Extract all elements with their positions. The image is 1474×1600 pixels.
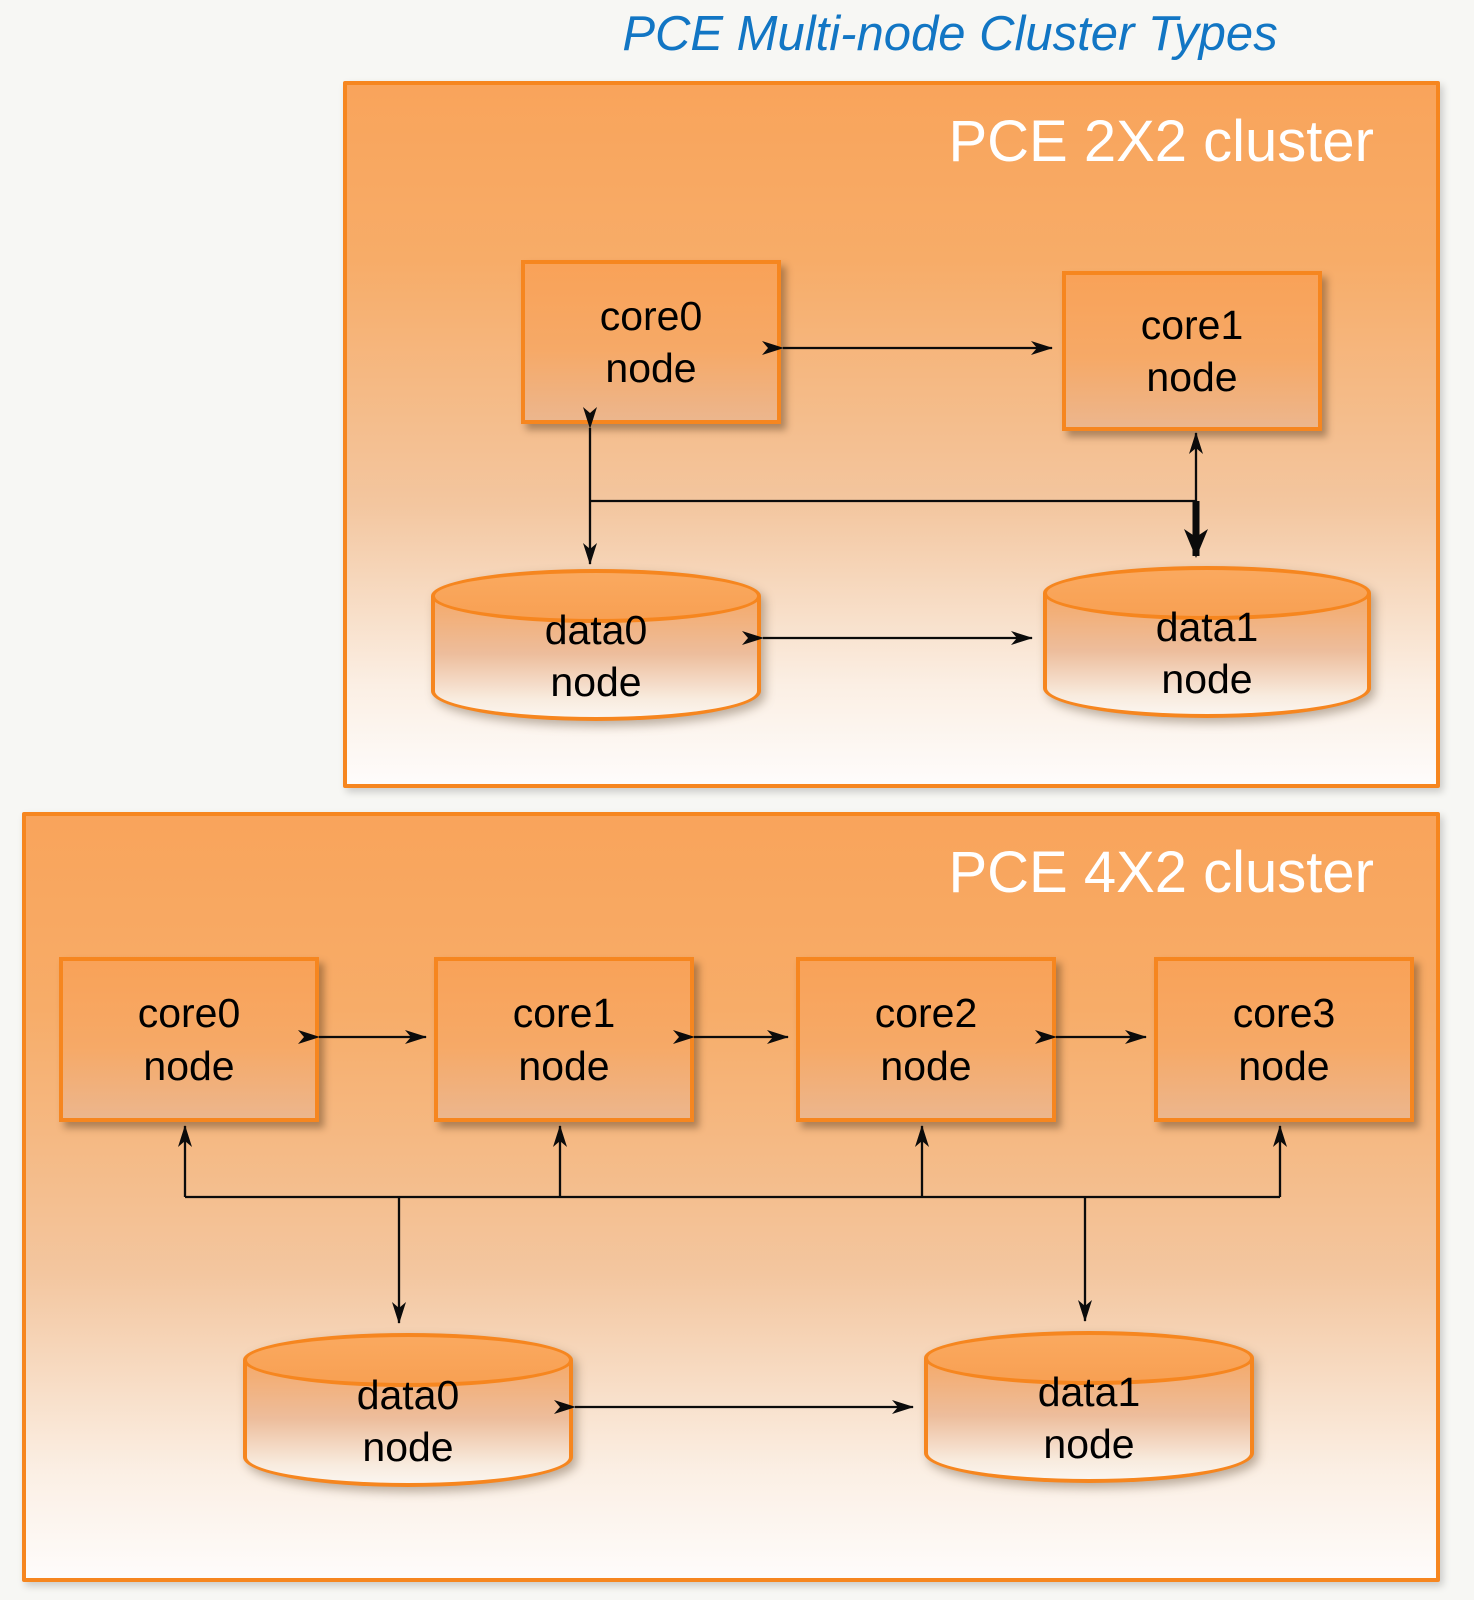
core1-label-line2: node <box>1146 354 1238 400</box>
core0-label-line1: core0 <box>137 990 241 1037</box>
core3-node-box-4x2: core3 node <box>1154 957 1414 1122</box>
core1-node-box-4x2: core1 node <box>434 957 694 1122</box>
data1-node-cylinder-4x2: data1 node <box>924 1331 1254 1483</box>
core0-node-box-2x2: core0 node <box>521 260 781 424</box>
data1-label: data1 node <box>924 1331 1254 1483</box>
cluster-4x2-title: PCE 4X2 cluster <box>948 840 1374 905</box>
core1-label-line1: core1 <box>512 990 616 1037</box>
data1-label-line1: data1 <box>1037 1368 1141 1415</box>
cylinder-top-ellipse <box>431 569 761 623</box>
core2-label-line2: node <box>880 1042 972 1089</box>
data0-label-line2: node <box>550 659 642 705</box>
data1-label-line2: node <box>1161 656 1253 702</box>
core2-label-line1: core2 <box>874 990 978 1037</box>
core1-label-line2: node <box>518 1042 610 1089</box>
cylinder-top-ellipse <box>1043 566 1371 620</box>
cylinder-top-ellipse <box>924 1331 1254 1385</box>
core0-label-line2: node <box>605 345 697 391</box>
core0-label-line1: core0 <box>599 292 703 339</box>
data0-label: data0 node <box>243 1333 573 1487</box>
core1-node-box-2x2: core1 node <box>1062 271 1322 431</box>
cylinder-top-ellipse <box>243 1333 573 1387</box>
data1-node-cylinder-2x2: data1 node <box>1043 566 1371 718</box>
data1-label-line1: data1 <box>1155 603 1259 650</box>
data0-node-cylinder-2x2: data0 node <box>431 569 761 721</box>
data1-label-line2: node <box>1043 1421 1135 1467</box>
cluster-2x2-box: PCE 2X2 cluster core0 node core1 node da… <box>343 81 1440 788</box>
data0-label: data0 node <box>431 569 761 721</box>
data0-label-line2: node <box>362 1424 454 1470</box>
page-title: PCE Multi-node Cluster Types <box>622 7 1278 61</box>
core3-label-line2: node <box>1238 1042 1330 1089</box>
cluster-4x2-box: PCE 4X2 cluster core0 node core1 node co… <box>22 812 1440 1582</box>
data0-label-line1: data0 <box>356 1371 460 1418</box>
core3-label-line1: core3 <box>1232 990 1336 1037</box>
core1-label-line1: core1 <box>1140 301 1244 348</box>
data0-label-line1: data0 <box>544 606 648 653</box>
core2-node-box-4x2: core2 node <box>796 957 1056 1122</box>
data1-label: data1 node <box>1043 566 1371 718</box>
data0-node-cylinder-4x2: data0 node <box>243 1333 573 1487</box>
core0-label-line2: node <box>143 1042 235 1089</box>
cluster-2x2-title: PCE 2X2 cluster <box>948 109 1374 174</box>
core0-node-box-4x2: core0 node <box>59 957 319 1122</box>
